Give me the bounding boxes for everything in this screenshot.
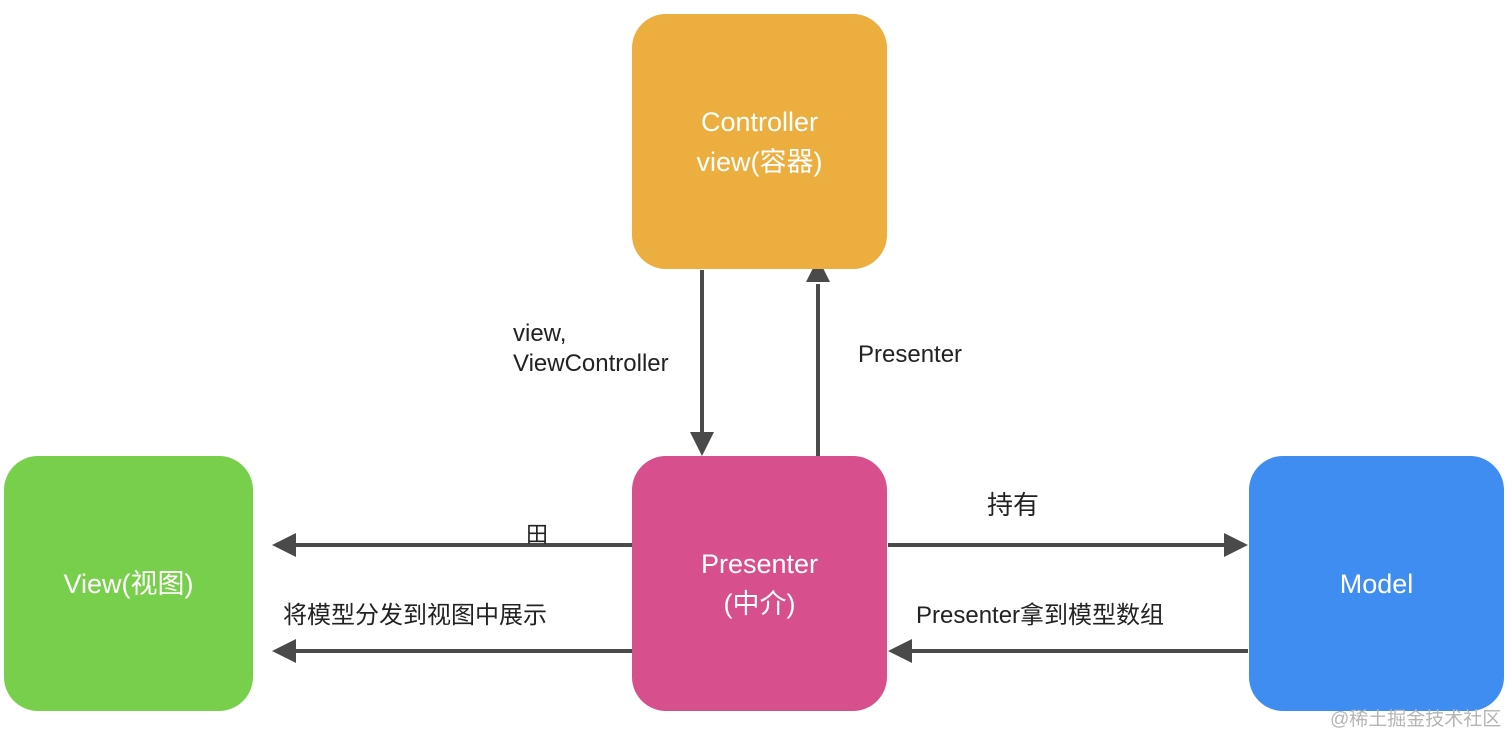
arrowhead-left-icon — [272, 639, 296, 663]
arrowhead-down-icon — [690, 432, 714, 456]
arrowhead-left-icon — [888, 639, 912, 663]
edge-label-presenter-to-model: 持有 — [987, 490, 1040, 520]
arrowhead-right-icon — [1224, 533, 1248, 557]
edge-label-presenter-to-view-bottom: 将模型分发到视图中展示 — [283, 602, 547, 629]
edge-label-line: ViewController — [513, 350, 669, 377]
model-title: Model — [1339, 568, 1414, 599]
edge-label-presenter-to-view-top: 田 — [526, 522, 549, 547]
view-node: View(视图) — [4, 456, 253, 711]
arrowhead-left-icon — [272, 533, 296, 557]
edge-label-controller-to-presenter: view, ViewController — [513, 319, 669, 379]
view-title: View(视图) — [63, 568, 194, 599]
controller-subtitle: view(容器) — [696, 146, 823, 177]
arrowhead-up-icon — [806, 258, 830, 282]
edge-label-presenter-to-controller: Presenter — [858, 341, 963, 368]
presenter-node: Presenter (中介) — [632, 456, 887, 711]
model-node: Model — [1249, 456, 1504, 711]
controller-title: Controller — [700, 106, 819, 137]
edge-label-line: view, — [513, 320, 567, 347]
watermark: @稀土掘金技术社区 — [1330, 709, 1502, 730]
controller-node: Controller view(容器) — [632, 14, 887, 269]
edge-label-model-to-presenter: Presenter拿到模型数组 — [916, 602, 1165, 629]
presenter-subtitle: (中介) — [723, 588, 796, 619]
presenter-title: Presenter — [700, 548, 819, 579]
